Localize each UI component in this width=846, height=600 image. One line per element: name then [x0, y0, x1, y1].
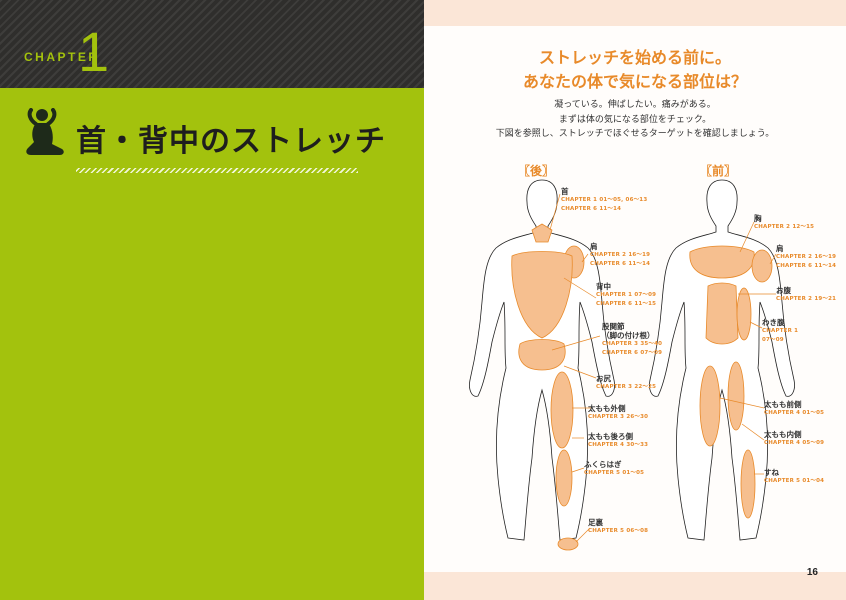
headline-line-2: あなたの体で気になる部位は？: [522, 72, 747, 91]
part-name: 太もも前側: [764, 400, 802, 409]
part-name: ふくらはぎ: [584, 460, 622, 469]
intro-line-1: 凝っている。伸ばしたい。痛みがある。: [554, 100, 716, 110]
back-label-buttocks: お尻 CHAPTER 3 22〜25: [596, 374, 656, 392]
chapter-ref: CHAPTER 6 11〜15: [596, 301, 657, 307]
chapter-title: 首・背中のストレッチ: [76, 124, 386, 159]
left-page: CHAPTER 1 首・背中のストレッチ: [0, 0, 424, 600]
chapter-ref: CHAPTER 2 19〜21: [776, 296, 837, 302]
chapter-ref: CHAPTER 3 22〜25: [596, 384, 657, 390]
part-name: 背中: [596, 282, 611, 291]
part-name: お腹: [776, 286, 791, 295]
top-strip: [424, 0, 846, 26]
back-label-neck: 首 CHAPTER 1 01〜05, 06〜13 CHAPTER 6 11〜14: [561, 187, 647, 214]
chapter-ref: CHAPTER 2 12〜15: [754, 224, 815, 230]
part-name: 太もも後ろ側: [588, 432, 633, 441]
shin-highlight: [740, 449, 756, 519]
part-name: すね: [764, 468, 779, 477]
chapter-ref: CHAPTER 4 05〜09: [764, 440, 825, 446]
chapter-ref: CHAPTER 3 26〜30: [588, 414, 649, 420]
abs-highlight: [705, 282, 739, 345]
intro-text: 凝っている。伸ばしたい。痛みがある。 まずは体の気になる部位をチェック。 下図を…: [424, 98, 846, 142]
chapter-ref: CHAPTER 5 01〜04: [764, 478, 825, 484]
front-figure: [649, 179, 795, 541]
front-label-shin: すね CHAPTER 5 01〜04: [764, 468, 824, 486]
back-leader-lines: [549, 193, 601, 543]
part-name: 首: [561, 187, 569, 196]
bottom-strip: [424, 572, 846, 600]
chapter-ref: CHAPTER 6 11〜14: [590, 261, 651, 267]
chapter-ref: CHAPTER 4 30〜33: [588, 442, 649, 448]
back-label-outer-thigh: 太もも外側 CHAPTER 3 26〜30: [588, 404, 648, 422]
hamstring-highlight: [550, 371, 574, 449]
part-name: 足裏: [588, 518, 603, 527]
chapter-title-area: 首・背中のストレッチ: [22, 108, 402, 168]
front-leader-lines: [719, 221, 777, 475]
seated-stretch-silhouette-icon: [26, 108, 64, 155]
front-label-belly: お腹 CHAPTER 2 19〜21: [776, 286, 836, 304]
back-label-calf: ふくらはぎ CHAPTER 5 01〜05: [584, 460, 644, 478]
page-number: 16: [806, 567, 818, 578]
calf-highlight: [555, 449, 573, 507]
body-diagram: 首 CHAPTER 1 01〜05, 06〜13 CHAPTER 6 11〜14…: [424, 178, 846, 558]
chapter-ref: CHAPTER 3 35〜40: [602, 341, 663, 347]
chapter-ref: 07〜09: [762, 337, 784, 343]
chapter-ref: CHAPTER 1 07〜09: [596, 292, 657, 298]
back-label-back: 背中 CHAPTER 1 07〜09 CHAPTER 6 11〜15: [596, 282, 656, 309]
back-label-hamstring: 太もも後ろ側 CHAPTER 4 30〜33: [588, 432, 648, 450]
inner-thigh-highlight: [727, 361, 745, 431]
front-label-chest: 胸 CHAPTER 2 12〜15: [754, 214, 814, 232]
intro-line-2: まずは体の気になる部位をチェック。: [558, 114, 712, 125]
oblique-highlight: [736, 287, 752, 341]
front-label-front-thigh: 太もも前側 CHAPTER 4 01〜05: [764, 400, 824, 418]
headline-line-1: ストレッチを始める前に。: [538, 48, 731, 67]
back-label-hip-joint: 股関節 （脚の付け根） CHAPTER 3 35〜40 CHAPTER 6 07…: [602, 322, 662, 358]
chest-highlight: [689, 245, 755, 279]
chapter-ref: CHAPTER 6 11〜14: [776, 263, 837, 269]
chapter-number: 1: [78, 20, 110, 83]
right-page: ストレッチを始める前に。 あなたの体で気になる部位は？ 凝っている。伸ばしたい。…: [424, 0, 846, 600]
front-thigh-highlight: [699, 365, 721, 447]
chapter-ref: CHAPTER 4 01〜05: [764, 410, 825, 416]
chapter-ref: CHAPTER 6 07〜09: [602, 350, 663, 356]
front-view-title: 〖前〗: [700, 164, 737, 178]
chapter-ref: CHAPTER 5 06〜08: [588, 528, 649, 534]
chapter-ref: CHAPTER 2 16〜19: [776, 254, 837, 260]
headline: ストレッチを始める前に。 あなたの体で気になる部位は？: [424, 46, 846, 94]
front-label-shoulder: 肩 CHAPTER 2 16〜19 CHAPTER 6 11〜14: [776, 244, 836, 271]
glutes-highlight: [518, 339, 566, 371]
title-divider: [76, 168, 358, 173]
part-name: お尻: [596, 374, 611, 383]
front-label-inner-thigh: 太もも内側 CHAPTER 4 05〜09: [764, 430, 824, 448]
anatomy-figures: [469, 179, 795, 551]
front-label-flank: わき腹 CHAPTER 1 07〜09: [762, 318, 798, 345]
back-label-sole: 足裏 CHAPTER 5 06〜08: [588, 518, 648, 536]
back-label-shoulder: 肩 CHAPTER 2 16〜19 CHAPTER 6 11〜14: [590, 242, 650, 269]
chapter-ref: CHAPTER 5 01〜05: [584, 470, 645, 476]
back-view-title: 〖後〗: [518, 164, 555, 178]
neck-highlight: [531, 223, 553, 243]
part-name: 股関節: [602, 322, 625, 331]
part-name: 太もも内側: [764, 430, 802, 439]
part-name: 肩: [776, 244, 784, 253]
part-name: 太もも外側: [588, 404, 626, 413]
front-shoulder-highlight: [751, 249, 773, 283]
part-name: わき腹: [762, 318, 785, 327]
chapter-ref: CHAPTER 1: [762, 328, 799, 334]
back-muscle-highlights: [511, 223, 585, 551]
chapter-ref: CHAPTER 2 16〜19: [590, 252, 651, 258]
sole-highlight: [557, 537, 579, 551]
intro-line-3: 下図を参照し、ストレッチでほぐせるターゲットを確認しましょう。: [495, 129, 775, 139]
chapter-label: CHAPTER: [24, 50, 100, 64]
part-name: 肩: [590, 242, 598, 251]
chapter-ref: CHAPTER 1 01〜05, 06〜13: [561, 197, 648, 203]
part-subname: （脚の付け根）: [602, 331, 655, 340]
chapter-band: CHAPTER 1: [0, 0, 424, 88]
front-muscle-highlights: [689, 245, 773, 519]
part-name: 胸: [754, 214, 762, 223]
chapter-ref: CHAPTER 6 11〜14: [561, 206, 622, 212]
upper-back-highlight: [511, 251, 573, 339]
